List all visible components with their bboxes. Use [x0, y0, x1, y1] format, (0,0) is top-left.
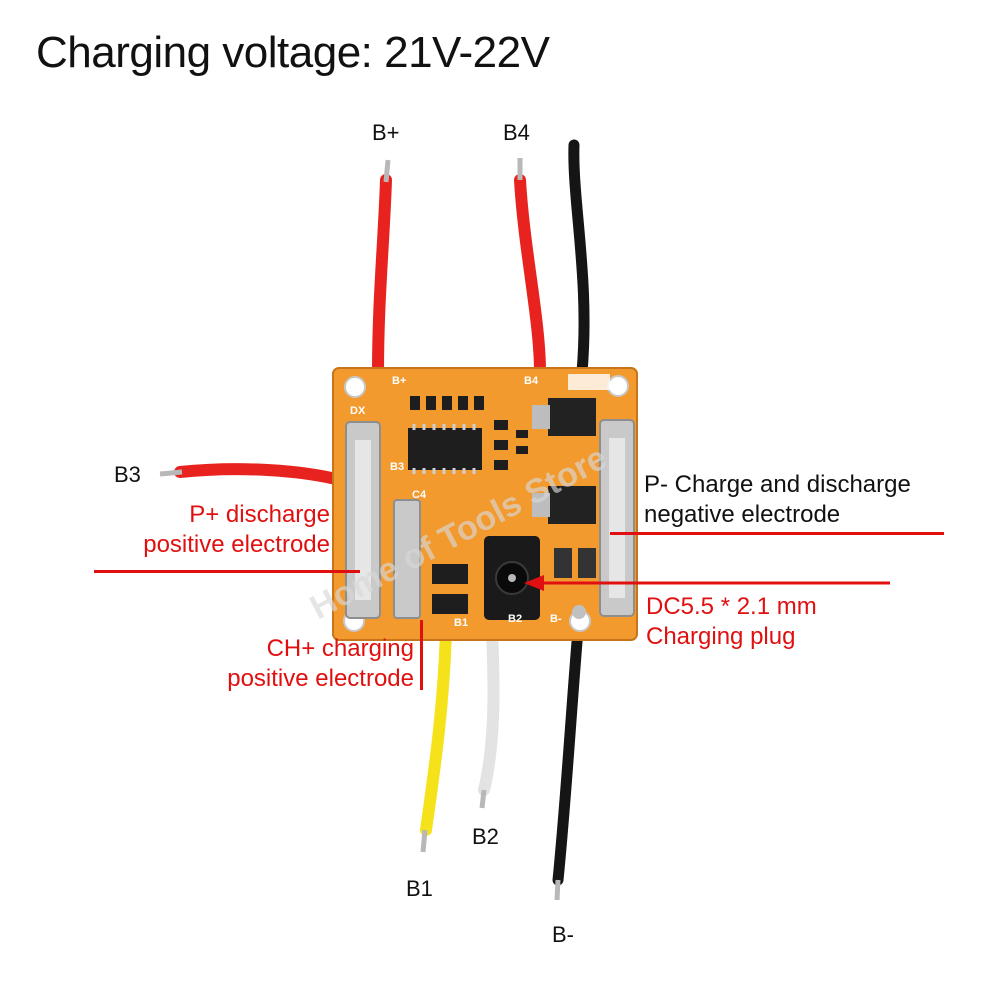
mount-hole-tr — [607, 375, 629, 397]
mosfet-2-tab — [532, 493, 550, 517]
wire-b-plus-tip — [383, 159, 391, 183]
callout-p-plus-line1: P+ discharge — [189, 501, 330, 528]
silk-b4: B4 — [524, 375, 539, 387]
wire-b-minus-tip — [554, 879, 561, 901]
wire-b1 — [420, 624, 452, 836]
smd-components — [410, 396, 528, 470]
terminal-mid — [393, 499, 421, 619]
dual-diode-1 — [432, 564, 468, 584]
wire-b2 — [478, 624, 500, 796]
terminal-left-inner — [355, 440, 371, 600]
callout-p-minus-underline — [610, 532, 944, 535]
callout-ch-plus-line2: positive electrode — [227, 665, 414, 692]
ic-main — [408, 428, 482, 470]
callout-dc-plug-line1: DC5.5 * 2.1 mm — [646, 593, 817, 620]
wire-label-b-minus: B- — [552, 922, 574, 947]
silk-b-plus: B+ — [392, 375, 406, 387]
corner-pad — [572, 605, 586, 619]
wire-label-b4: B4 — [503, 120, 530, 145]
wire-b3 — [174, 463, 346, 486]
callout-dc-plug-line2: Charging plug — [646, 623, 796, 650]
callout-ch-plus: CH+ charging positive electrode — [150, 634, 414, 694]
callout-ch-plus-pointer — [420, 620, 423, 690]
mosfet-2 — [548, 486, 596, 524]
pcb-silkscreen: B+ B4 B3 B2 B1 B- C4 DX — [350, 375, 562, 629]
callout-ch-plus-line1: CH+ charging — [266, 635, 414, 662]
pcb — [332, 367, 638, 641]
warning-triangles — [568, 374, 610, 390]
dual-diode-2 — [432, 594, 468, 614]
wire-black-top — [568, 139, 590, 378]
wire-b2-tip — [479, 789, 487, 809]
mount-hole-tl — [344, 376, 366, 398]
wire-b-plus — [372, 174, 392, 378]
wire-label-b2: B2 — [472, 824, 499, 849]
callout-p-minus-line2: negative electrode — [644, 501, 841, 528]
wire-b-minus — [552, 624, 584, 886]
smd-res-2 — [578, 548, 596, 578]
wire-label-b3: B3 — [114, 462, 141, 487]
terminal-right-inner — [609, 438, 625, 598]
dc-jack-pin — [508, 574, 516, 582]
wire-label-b-plus: B+ — [372, 120, 400, 145]
page-title: Charging voltage: 21V-22V — [36, 28, 550, 77]
wire-label-b1: B1 — [406, 876, 433, 901]
silk-b1: B1 — [454, 617, 468, 629]
wire-b3-tip — [159, 469, 183, 477]
mosfet-1-tab — [532, 405, 550, 429]
dc-plug-arrow — [524, 575, 890, 591]
silk-dx: DX — [350, 405, 366, 417]
callout-p-minus-line1: P- Charge and discharge — [644, 471, 911, 498]
mosfet-1 — [548, 398, 596, 436]
smd-res-1 — [554, 548, 572, 578]
wire-b4 — [514, 174, 546, 378]
callout-p-plus-underline — [94, 570, 360, 573]
wire-b2-edge — [478, 624, 500, 796]
silk-b2: B2 — [508, 613, 522, 625]
callout-dc-plug: DC5.5 * 2.1 mm Charging plug — [646, 592, 946, 652]
silk-b3: B3 — [390, 461, 404, 473]
callout-p-plus: P+ discharge positive electrode — [70, 500, 330, 560]
wires — [159, 139, 590, 901]
callout-p-minus: P- Charge and discharge negative electro… — [644, 470, 954, 530]
ic-main-pins — [412, 424, 476, 474]
silk-b-minus: B- — [550, 613, 562, 625]
callout-p-plus-line2: positive electrode — [143, 531, 330, 558]
silk-c4: C4 — [412, 489, 427, 501]
wire-b1-tip — [420, 829, 428, 853]
